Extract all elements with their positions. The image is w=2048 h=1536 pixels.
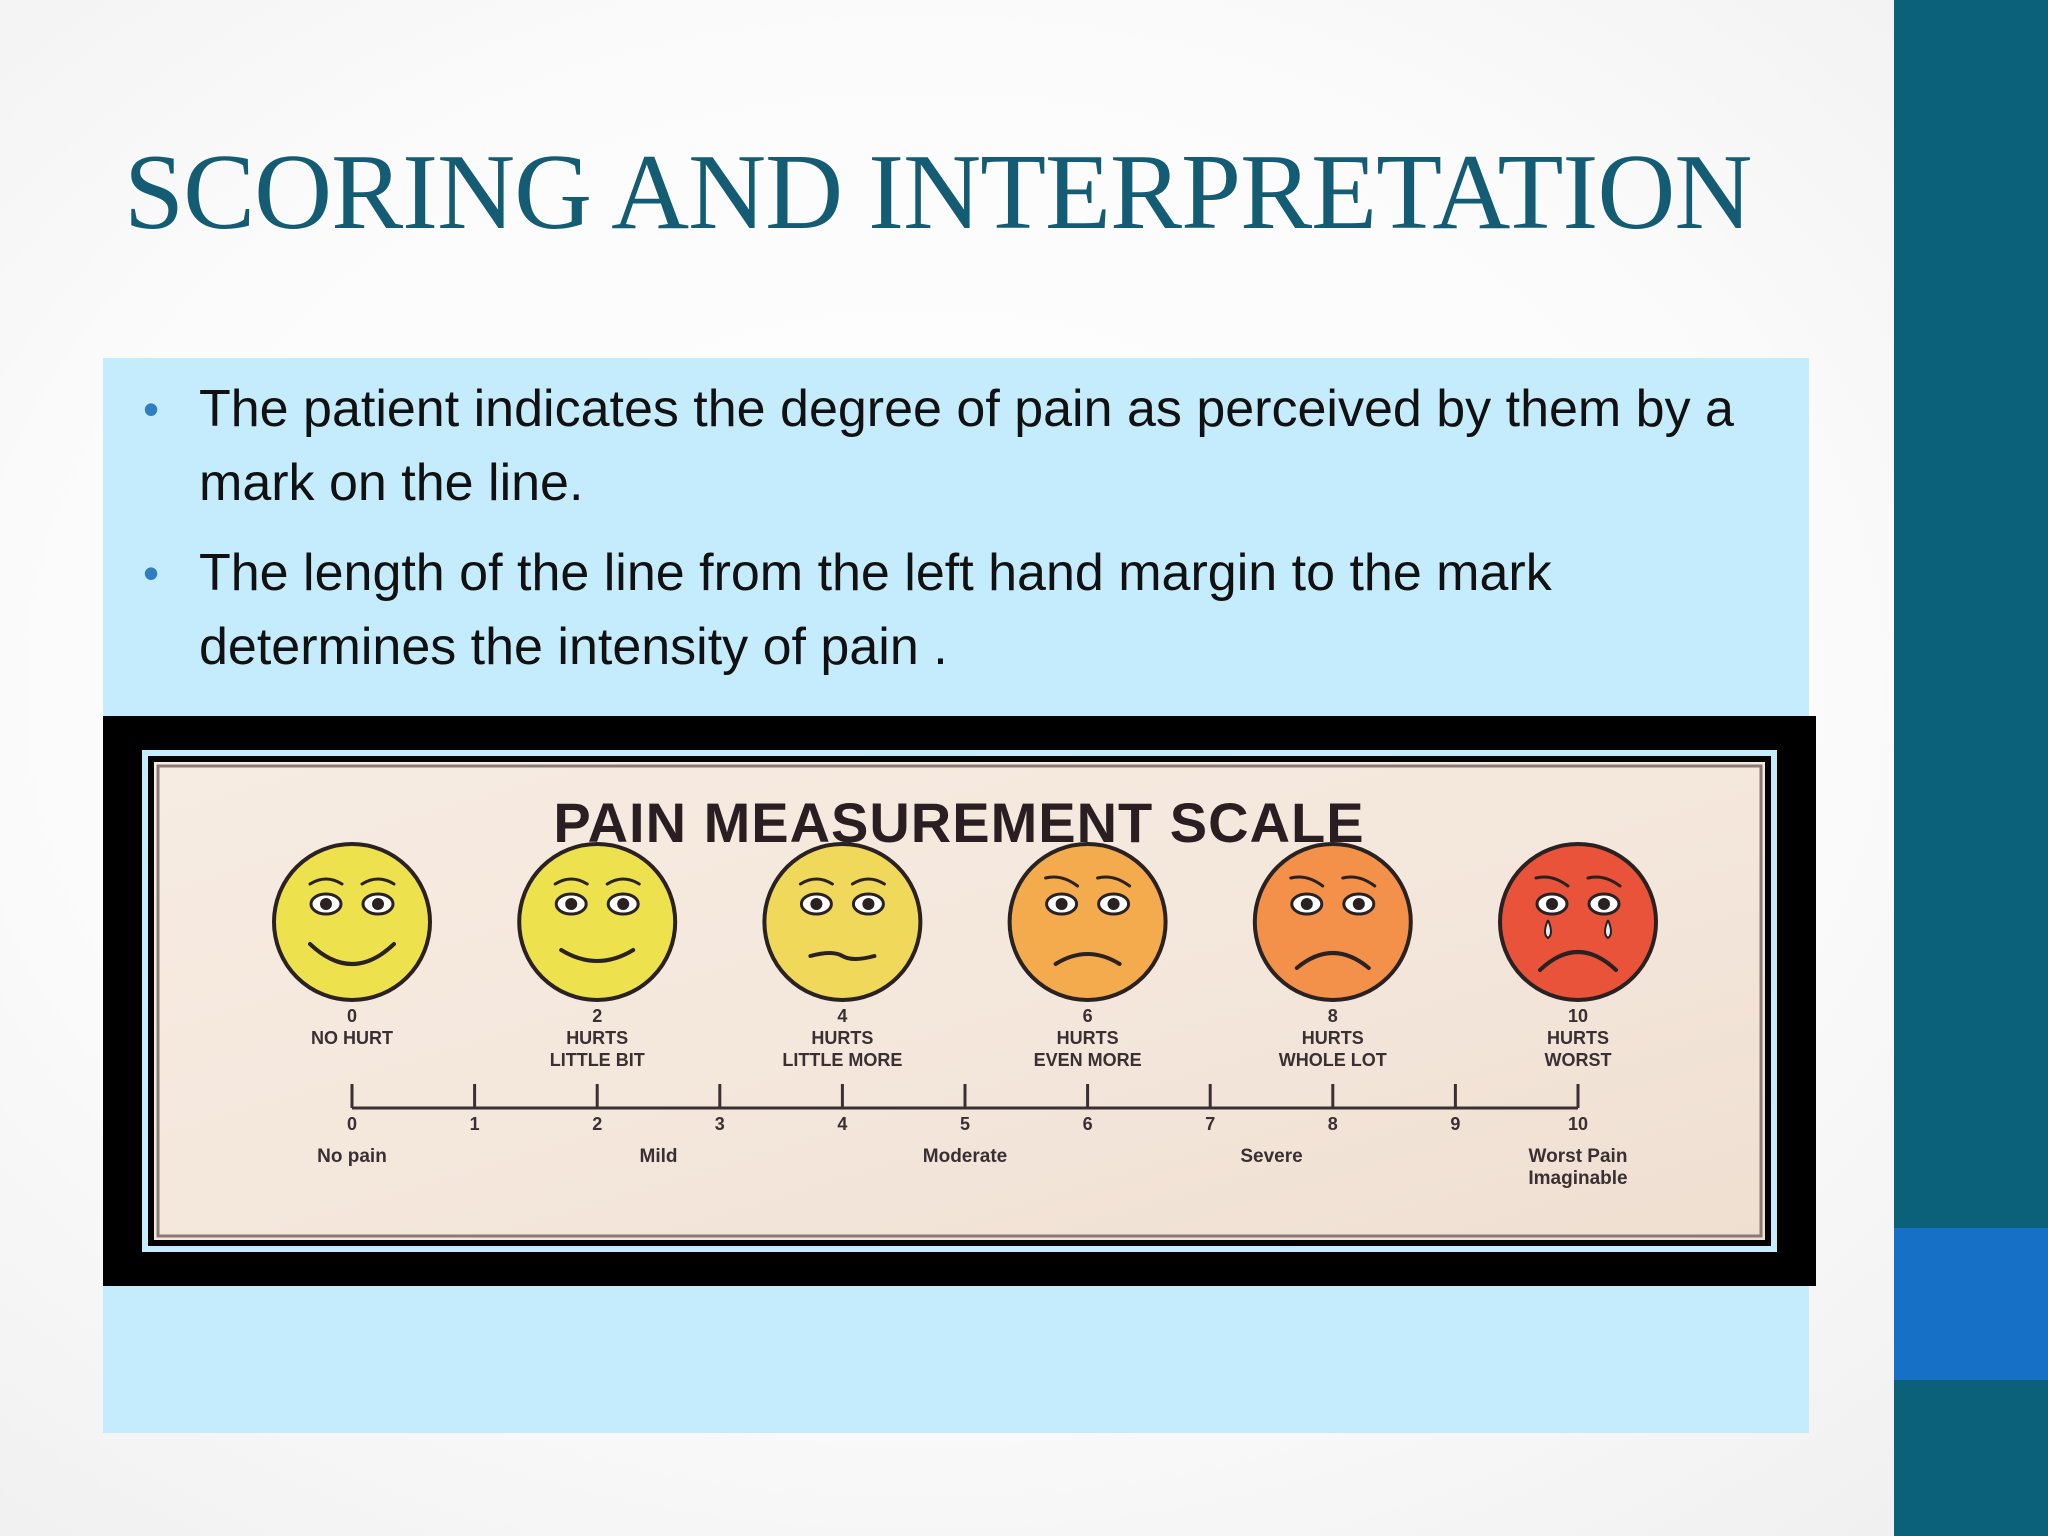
frowning-face-icon <box>1007 842 1168 1002</box>
scale-descriptor-label: Worst Pain <box>1529 1146 1628 1167</box>
face-description-line1: NO HURT <box>311 1028 393 1048</box>
scale-tick-label: 2 <box>592 1114 602 1134</box>
face-description-line1: HURTS <box>811 1028 873 1048</box>
slight-smile-face-icon <box>517 842 678 1002</box>
neutral-face-icon <box>762 842 923 1002</box>
scale-title: PAIN MEASUREMENT SCALE <box>553 791 1364 854</box>
scale-tick-label: 4 <box>837 1114 847 1134</box>
scale-tick-label: 8 <box>1328 1114 1338 1134</box>
scale-tick-label: 10 <box>1568 1114 1588 1134</box>
scale-descriptor-label: No pain <box>317 1146 387 1167</box>
scale-tick-label: 6 <box>1083 1114 1093 1134</box>
face-description-line1: HURTS <box>1547 1028 1609 1048</box>
scale-descriptor-label-line2: Imaginable <box>1528 1168 1627 1189</box>
face-score-label: 4 <box>837 1006 847 1026</box>
face-description-line2: EVEN MORE <box>1034 1050 1142 1070</box>
scale-tick-label: 9 <box>1450 1114 1460 1134</box>
face-score-label: 10 <box>1568 1006 1588 1026</box>
face-description-line2: WHOLE LOT <box>1279 1050 1387 1070</box>
pain-measurement-scale: PAIN MEASUREMENT SCALE 0NO HURT2HURTSLIT… <box>154 762 1765 1240</box>
smiling-face-icon <box>272 842 432 1002</box>
face-description-line1: HURTS <box>1302 1028 1364 1048</box>
face-description-line1: HURTS <box>1057 1028 1119 1048</box>
scale-descriptor-label: Moderate <box>923 1146 1007 1167</box>
scale-tick-label: 5 <box>960 1114 970 1134</box>
face-score-label: 6 <box>1083 1006 1093 1026</box>
face-description-line1: HURTS <box>566 1028 628 1048</box>
scale-background <box>154 762 1765 1240</box>
scale-tick-label: 1 <box>470 1114 480 1134</box>
face-description-line2: LITTLE BIT <box>550 1050 645 1070</box>
scale-tick-label: 0 <box>347 1114 357 1134</box>
face-score-label: 2 <box>592 1006 602 1026</box>
scale-inner-border <box>156 764 1763 1238</box>
bullet-item: • The patient indicates the degree of pa… <box>103 372 1809 520</box>
crying-face-icon <box>1498 842 1658 1002</box>
bullet-list: • The patient indicates the degree of pa… <box>103 372 1809 700</box>
bullet-item: • The length of the line from the left h… <box>103 536 1809 684</box>
bullet-marker: • <box>143 547 160 599</box>
bullet-text: The length of the line from the left han… <box>199 544 1552 676</box>
right-sidebar-accent <box>1894 1228 2048 1380</box>
scale-axis: 0 1 2 3 4 5 6 7 8 9 10 No pain Mild Moderate Severe Wor… <box>317 1084 1628 1189</box>
scale-tick-label: 7 <box>1205 1114 1215 1134</box>
bullet-marker: • <box>143 383 160 435</box>
scale-descriptor-label: Severe <box>1240 1146 1302 1167</box>
scale-tick-label: 3 <box>715 1114 725 1134</box>
sad-face-icon <box>1252 842 1413 1002</box>
bullet-text: The patient indicates the degree of pain… <box>199 380 1734 512</box>
face-score-label: 0 <box>347 1006 357 1026</box>
scale-descriptor-label: Mild <box>640 1146 678 1167</box>
slide-title: SCORING AND INTERPRETATION <box>124 133 1752 252</box>
face-score-label: 8 <box>1328 1006 1338 1026</box>
face-description-line2: WORST <box>1545 1050 1612 1070</box>
face-description-line2: LITTLE MORE <box>782 1050 902 1070</box>
